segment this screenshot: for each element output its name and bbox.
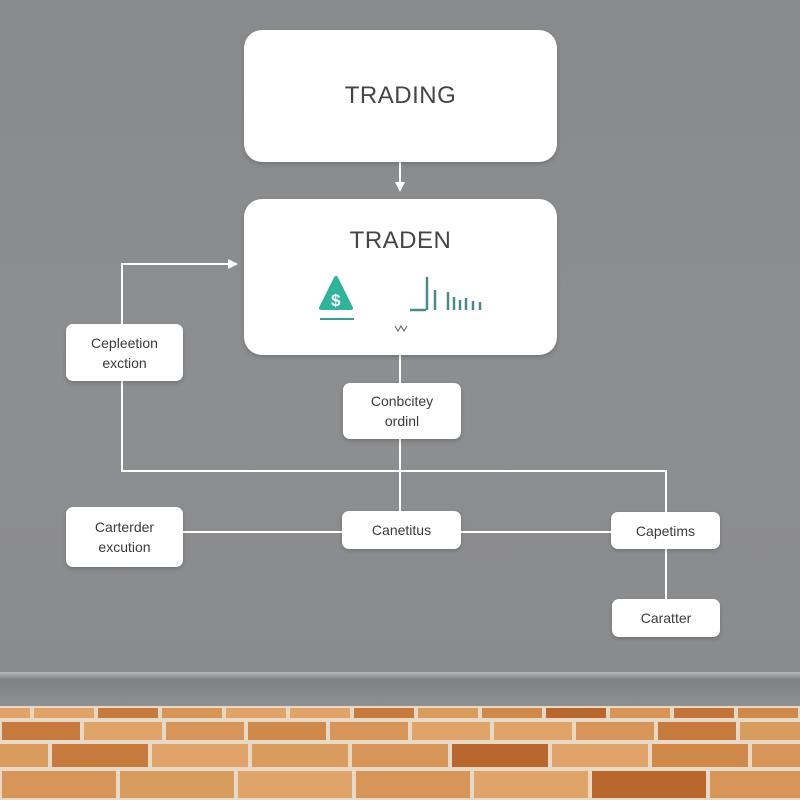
collection-execution-node[interactable]: Cepleetion exction — [66, 324, 183, 381]
floor-tile — [736, 706, 800, 720]
carterder-execution-node[interactable]: Carterder excution — [66, 507, 183, 567]
floor-tile — [738, 720, 800, 742]
bar-chart-icon — [410, 277, 482, 312]
trading-node-label: TRADING — [344, 82, 457, 109]
floor-tile — [150, 742, 250, 769]
floor-tile — [656, 720, 738, 742]
canetitus-label: Canetitus — [371, 522, 432, 538]
trading-node[interactable]: TRADING — [244, 30, 557, 162]
floor-tile — [328, 720, 410, 742]
capetims-label: Capetims — [635, 522, 696, 539]
floor-tile — [708, 769, 800, 800]
floor-tile — [608, 706, 672, 720]
baseboard — [0, 672, 800, 680]
wall-floor-gap — [0, 680, 800, 706]
floor-tile — [672, 706, 736, 720]
floor-tile — [164, 720, 246, 742]
floor-tile — [416, 706, 480, 720]
dollar-triangle-icon: $ — [319, 276, 354, 320]
floor-tile — [0, 706, 32, 720]
collection-execution-line2: exction — [102, 354, 147, 371]
traden-node[interactable]: TRADEN $ — [244, 199, 557, 355]
floor-tile — [0, 720, 82, 742]
floor-tile — [32, 706, 96, 720]
collection-execution-line1: Cepleetion — [91, 334, 158, 351]
floor-tile — [650, 742, 750, 769]
floor-tile — [354, 769, 472, 800]
floor-tile — [750, 742, 800, 769]
dollar-symbol: $ — [331, 291, 341, 310]
floor-tile — [450, 742, 550, 769]
arrow-loop-to-traden — [121, 259, 667, 512]
floor-tile — [352, 706, 416, 720]
floor-tile — [0, 769, 118, 800]
traden-node-label: TRADEN — [349, 227, 452, 254]
chevron-down-icon — [394, 324, 408, 333]
floor-tile — [96, 706, 160, 720]
floor-tile — [550, 742, 650, 769]
floor-tile — [82, 720, 164, 742]
floor-tile — [250, 742, 350, 769]
connectivity-ordinal-line2: ordinl — [384, 413, 420, 429]
carterder-execution-line1: Carterder — [94, 519, 155, 535]
floor-tile — [236, 769, 354, 800]
floor-tile — [350, 742, 450, 769]
caratter-node[interactable]: Caratter — [612, 599, 720, 637]
tiled-floor — [0, 706, 800, 800]
connectivity-ordinal-node[interactable]: Conbcitey ordinl — [343, 383, 461, 439]
capetims-node[interactable]: Capetims — [611, 512, 720, 549]
floor-tile — [50, 742, 150, 769]
caratter-label: Caratter — [640, 610, 692, 626]
floor-tile — [492, 720, 574, 742]
floor-tile — [480, 706, 544, 720]
carterder-execution-line2: excution — [98, 539, 151, 555]
floor-tile — [288, 706, 352, 720]
floor-tile — [574, 720, 656, 742]
floor-tile — [472, 769, 590, 800]
floor-tile — [0, 742, 50, 769]
floor-tile — [544, 706, 608, 720]
floor-tile — [118, 769, 236, 800]
canetitus-node[interactable]: Canetitus — [342, 511, 461, 549]
floor-tile — [224, 706, 288, 720]
floor-tile — [246, 720, 328, 742]
floor-tile — [410, 720, 492, 742]
connectivity-ordinal-line1: Conbcitey — [370, 393, 434, 409]
floor-tile — [160, 706, 224, 720]
floor-tile — [590, 769, 708, 800]
